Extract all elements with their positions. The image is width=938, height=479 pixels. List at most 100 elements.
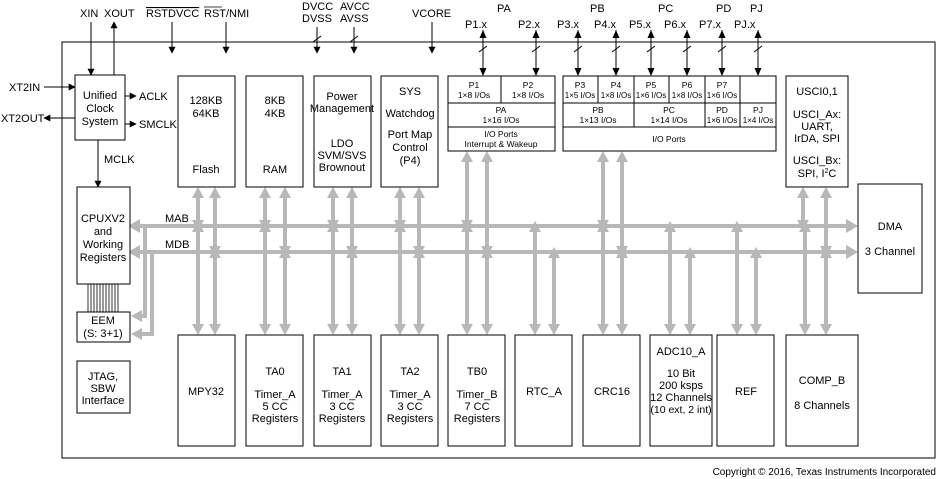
power-l3: LDO bbox=[331, 138, 354, 150]
p3-pin-label: P3.x bbox=[557, 19, 580, 31]
ta2-mdb-connector bbox=[413, 247, 425, 335]
p2-name: P2 bbox=[523, 80, 534, 90]
rtc-label: RTC_A bbox=[526, 386, 563, 398]
pc-group-label: PC bbox=[658, 3, 673, 15]
port-pin-connector-6 bbox=[682, 30, 692, 76]
eem-box bbox=[76, 311, 131, 343]
portsB-mab-connector bbox=[597, 151, 609, 231]
ram-name: RAM bbox=[263, 164, 287, 176]
sys-box bbox=[380, 75, 439, 188]
p6-io: 1×8 I/Os bbox=[672, 91, 702, 100]
xt2in-label: XT2IN bbox=[9, 82, 40, 94]
rtc-mdb-connector bbox=[548, 247, 560, 335]
pj-io: 1×4 I/Os bbox=[743, 116, 773, 125]
clock-system-box bbox=[74, 74, 126, 141]
crc16-mab-connector bbox=[597, 221, 609, 335]
port-pin-arrows bbox=[478, 30, 763, 76]
eem-mab-link bbox=[138, 224, 147, 318]
tb0-mdb-connector bbox=[481, 247, 493, 335]
p6-name: P6 bbox=[682, 80, 693, 90]
mdb-bus bbox=[128, 245, 858, 259]
pd-group-label: PD bbox=[716, 3, 731, 15]
ram-mdb-connector bbox=[279, 187, 291, 257]
jtag-l2: SBW bbox=[90, 383, 116, 395]
ta2-l2: Timer_A bbox=[389, 389, 431, 401]
power-l2: Management bbox=[310, 103, 374, 115]
adc-box bbox=[649, 334, 713, 447]
p2-pin-label: P2.x bbox=[518, 19, 541, 31]
mpy32-mdb-connector bbox=[209, 247, 221, 335]
p3-name: P3 bbox=[575, 80, 586, 90]
sys-l5: (P4) bbox=[400, 155, 421, 167]
pb-footer: I/O Ports bbox=[652, 134, 686, 144]
sys-l4: Control bbox=[392, 142, 427, 154]
pj-group-label: PJ bbox=[750, 3, 763, 15]
pd-name: PD bbox=[716, 105, 728, 115]
usci-l3: UART, bbox=[801, 121, 833, 133]
cpu-l1: CPUXV2 bbox=[81, 213, 125, 225]
cpu-l4: Registers bbox=[80, 252, 127, 264]
pc-io: 1×14 I/Os bbox=[650, 115, 687, 125]
clock-line1: Unified bbox=[83, 90, 117, 102]
p4-io: 1×8 I/Os bbox=[601, 91, 631, 100]
flash-box bbox=[177, 75, 236, 188]
usci-box bbox=[785, 75, 849, 188]
comp-box bbox=[785, 334, 859, 447]
rstdvcc-label: RSTDVCC bbox=[146, 8, 199, 20]
usci-mdb-connector bbox=[820, 187, 832, 257]
crc16-mdb-connector bbox=[616, 247, 628, 335]
sys-l2: Watchdog bbox=[385, 108, 434, 120]
dvss-label: DVSS bbox=[302, 13, 332, 25]
ports-b-block bbox=[562, 75, 777, 152]
ta2-mab-connector bbox=[394, 221, 406, 335]
p1-pin-label: P1.x bbox=[465, 19, 488, 31]
mab-bus bbox=[128, 219, 858, 233]
clock-line2: Clock bbox=[86, 103, 114, 115]
ta2-l3: 3 CC bbox=[397, 401, 422, 413]
usci-l6-sup: 2 bbox=[825, 168, 829, 175]
ta0-l2: Timer_A bbox=[254, 389, 296, 401]
pa-io: 1×16 I/Os bbox=[482, 115, 519, 125]
mpy32-box bbox=[177, 334, 236, 447]
sys-mdb-connector bbox=[413, 187, 425, 257]
eem-mdb-arrow bbox=[131, 328, 142, 340]
cpu-l3: Working bbox=[83, 239, 123, 251]
usci-l6: SPI, I2C bbox=[798, 168, 837, 180]
rtc-box bbox=[514, 334, 573, 447]
usci-l6-end: C bbox=[828, 168, 836, 180]
portsA-mdb-connector bbox=[481, 151, 493, 257]
ta2-l1: TA2 bbox=[400, 366, 419, 378]
jtag-l3: Interface bbox=[82, 395, 125, 407]
adc-l4: 12 Channels bbox=[650, 392, 712, 404]
smclk-label: SMCLK bbox=[139, 119, 178, 131]
pa-footer1: I/O Ports bbox=[484, 129, 518, 139]
cpu-box bbox=[76, 186, 131, 285]
rstnmi-label: RST/NMI bbox=[204, 8, 249, 20]
tb0-l1: TB0 bbox=[467, 366, 487, 378]
portsB-mdb-connector bbox=[616, 151, 628, 257]
dvcc-label: DVCC bbox=[302, 1, 333, 13]
flash-name: Flash bbox=[193, 164, 220, 176]
aclk-label: ACLK bbox=[139, 91, 168, 103]
comp-mdb-connector bbox=[820, 247, 832, 335]
avcc-bus-tick bbox=[349, 35, 359, 43]
ta2-l4: Registers bbox=[387, 413, 434, 425]
pb-name: PB bbox=[592, 105, 604, 115]
xout-label: XOUT bbox=[104, 8, 135, 20]
p4-name: P4 bbox=[611, 80, 622, 90]
p1-name: P1 bbox=[469, 80, 480, 90]
mdb-label: MDB bbox=[165, 239, 189, 251]
pj-name: PJ bbox=[753, 105, 763, 115]
bus-connectors bbox=[192, 151, 832, 335]
p5-io: 1×6 I/Os bbox=[636, 91, 666, 100]
portsA-mab-connector bbox=[461, 151, 473, 231]
ref-mdb-connector bbox=[750, 247, 762, 335]
adc-mdb-connector bbox=[684, 247, 696, 335]
pd-io: 1×6 I/Os bbox=[707, 116, 737, 125]
ta1-mdb-connector bbox=[346, 247, 358, 335]
pa-footer2: Interrupt & Wakeup bbox=[465, 139, 538, 149]
ta1-box bbox=[313, 334, 372, 447]
tb0-box bbox=[447, 334, 506, 447]
ports-a-block bbox=[447, 75, 556, 152]
power-l5: Brownout bbox=[319, 162, 365, 174]
